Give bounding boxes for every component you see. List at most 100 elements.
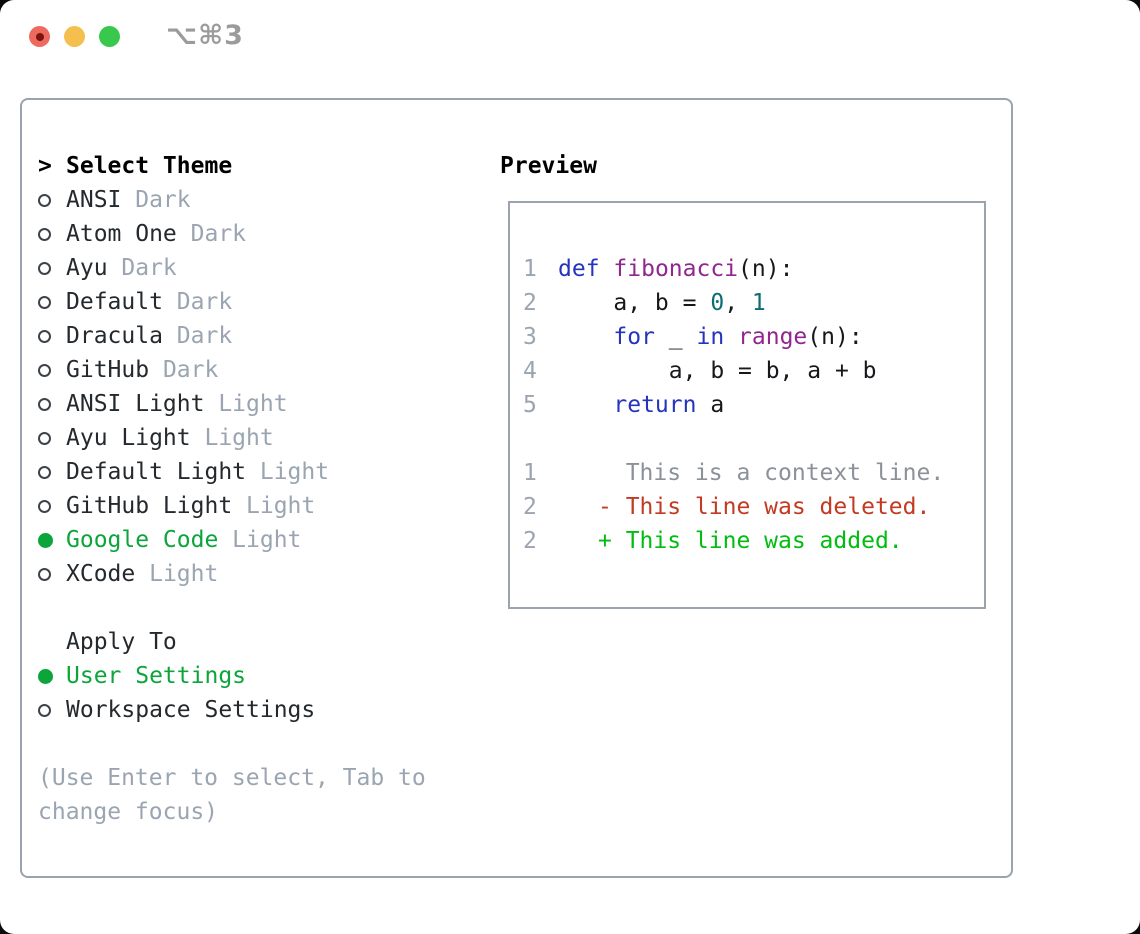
code-segment: 0: [710, 290, 725, 316]
theme-variant-label: Light: [149, 561, 219, 587]
close-button-icon[interactable]: [29, 26, 50, 47]
theme-variant-label: Dark: [162, 357, 219, 383]
select-theme-header: > Select Theme: [38, 149, 492, 183]
theme-name: GitHub Light: [66, 493, 233, 519]
theme-option-dracula[interactable]: Dracula Dark: [38, 319, 492, 353]
code-segment: a: [696, 392, 725, 418]
code-segment: 1: [751, 290, 766, 316]
theme-option-github-light[interactable]: GitHub Light Light: [38, 489, 492, 523]
theme-variant-label: Dark: [135, 187, 191, 213]
theme-name: XCode: [66, 561, 136, 587]
theme-variant-label: Dark: [190, 221, 247, 247]
radio-icon: [38, 465, 51, 479]
radio-icon: [38, 227, 51, 241]
prompt-caret-icon: >: [38, 153, 52, 179]
theme-option-default[interactable]: Default Dark: [38, 285, 492, 319]
theme-name: GitHub: [66, 357, 150, 383]
radio-icon: [38, 363, 51, 377]
code-segment: in: [696, 324, 725, 350]
apply-option-workspace-settings[interactable]: Workspace Settings: [38, 693, 492, 727]
apply-to-title: Apply To: [66, 629, 177, 655]
diff-text: - This line was deleted.: [598, 494, 931, 520]
code-segment: [600, 256, 614, 282]
line-number: 3: [523, 324, 537, 350]
radio-icon: [38, 431, 51, 445]
line-number: 1: [523, 460, 537, 486]
radio-selected-icon: [38, 668, 53, 684]
theme-variant-label: Dark: [121, 255, 177, 281]
line-number: 2: [523, 528, 537, 554]
theme-name: Ayu: [66, 255, 108, 281]
apply-option-label: Workspace Settings: [66, 697, 316, 723]
theme-option-ayu[interactable]: Ayu Dark: [38, 251, 492, 285]
theme-variant-label: Light: [218, 391, 288, 417]
diff-line-added: 2 + This line was added.: [523, 524, 984, 558]
code-segment: range: [738, 324, 808, 350]
code-segment: a, b = b, a + b: [558, 358, 877, 384]
code-segment: fibonacci: [613, 256, 739, 282]
zoom-button-icon[interactable]: [99, 26, 120, 47]
blank-line: [523, 422, 984, 456]
theme-option-xcode[interactable]: XCode Light: [38, 557, 492, 591]
theme-variant-label: Light: [232, 527, 302, 553]
code-segment: return: [613, 392, 697, 418]
apply-option-user-settings[interactable]: User Settings: [38, 659, 492, 693]
radio-icon: [38, 703, 51, 717]
radio-selected-icon: [38, 532, 53, 548]
theme-variant-label: Dark: [176, 289, 233, 315]
code-segment: (n):: [807, 324, 863, 350]
theme-option-ansi-light[interactable]: ANSI Light Light: [38, 387, 492, 421]
theme-name: Google Code: [66, 527, 219, 553]
line-number: 5: [523, 392, 537, 418]
theme-variant-label: Dark: [176, 323, 233, 349]
keyboard-hint-text: (Use Enter to select, Tab to change focu…: [38, 765, 426, 825]
radio-icon: [38, 567, 51, 581]
preview-title: Preview: [500, 153, 597, 179]
code-segment: [558, 324, 613, 350]
code-line: 2 a, b = 0, 1: [523, 286, 984, 320]
code-line: 1 def fibonacci(n):: [523, 252, 984, 286]
radio-icon: [38, 261, 51, 275]
minimize-button-icon[interactable]: [64, 26, 85, 47]
line-number: 1: [523, 256, 537, 282]
radio-icon: [38, 193, 51, 207]
code-segment: _: [654, 324, 697, 350]
diff-text: + This line was added.: [598, 528, 903, 554]
code-segment: def: [558, 256, 600, 282]
line-number: 2: [523, 290, 537, 316]
diff-sample: 1 This is a context line.2- This line wa…: [523, 456, 984, 558]
apply-to-header: Apply To: [38, 625, 492, 659]
theme-name: Default: [66, 289, 163, 315]
theme-name: Dracula: [66, 323, 163, 349]
theme-variant-label: Light: [259, 459, 330, 485]
theme-variant-label: Light: [246, 493, 316, 519]
titlebar: ⌥⌘3: [0, 0, 1140, 72]
theme-name: ANSI Light: [66, 391, 205, 417]
theme-variant-label: Light: [204, 425, 274, 451]
theme-option-github[interactable]: GitHub Dark: [38, 353, 492, 387]
line-number: 4: [523, 358, 537, 384]
radio-icon: [38, 295, 51, 309]
radio-icon: [38, 329, 51, 343]
code-segment: [558, 392, 613, 418]
code-line: 4 a, b = b, a + b: [523, 354, 984, 388]
select-theme-title: Select Theme: [66, 153, 233, 179]
code-segment: for: [613, 324, 655, 350]
line-number: 2: [523, 494, 537, 520]
code-segment: (n):: [738, 256, 794, 282]
apply-option-label: User Settings: [66, 663, 247, 689]
code-line: 5 return a: [523, 388, 984, 422]
radio-icon: [38, 499, 51, 513]
theme-option-google-code[interactable]: Google Code Light: [38, 523, 492, 557]
